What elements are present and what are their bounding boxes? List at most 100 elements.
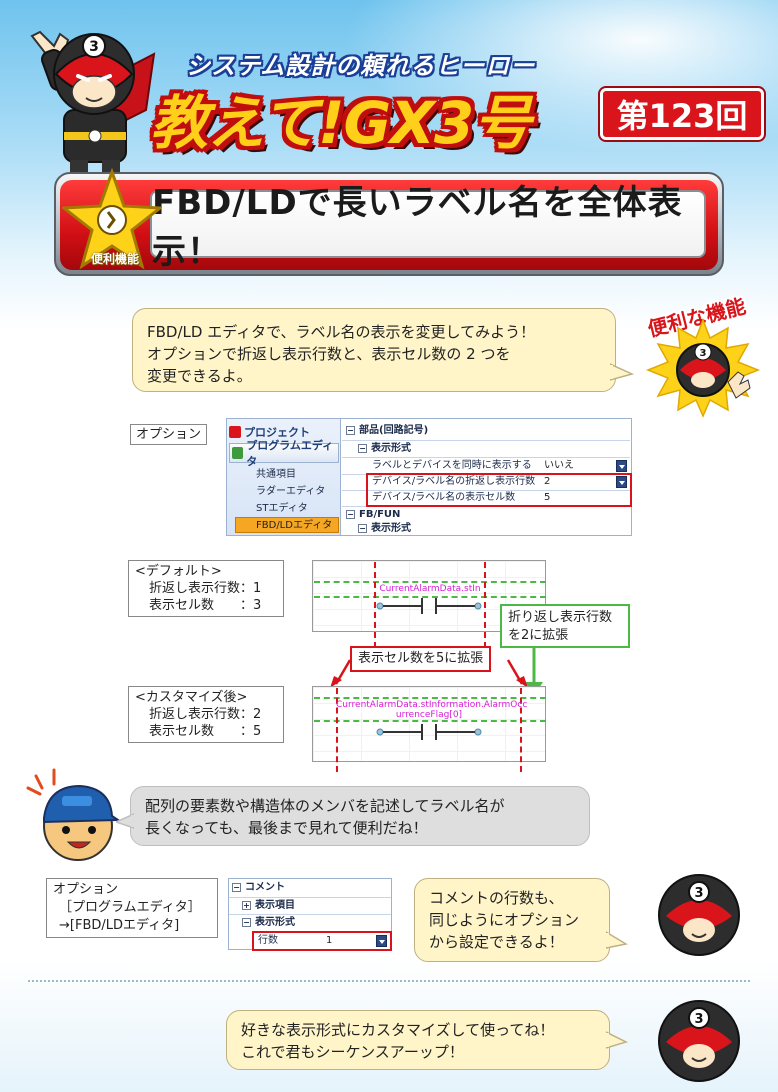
- cell-guide-left: [336, 688, 338, 772]
- collapse-icon[interactable]: −: [242, 917, 251, 927]
- tree-section-fb-fun[interactable]: −FB/FUN: [346, 508, 400, 522]
- hero-face-number: 3: [694, 886, 703, 901]
- custom-label-line-1: CurrentAlarmData.stInformation.AlarmOcc: [336, 700, 528, 710]
- cell-count-value[interactable]: 5: [544, 492, 551, 503]
- expand-icon[interactable]: +: [242, 900, 251, 910]
- tree-row-show-both: ラベルとデバイスを同時に表示する: [372, 460, 532, 471]
- intro-line-2: オプションで折返し表示行数と、表示セル数の 2 つを: [147, 345, 511, 363]
- nav-program-editor-label: プログラムエディタ: [246, 439, 334, 468]
- wrap-callout-line-2: を2に拡張: [508, 628, 569, 643]
- option-path-box: オプション ［プログラムエディタ］ →[FBD/LDエディタ]: [46, 878, 218, 938]
- comment-row-lines: 行数: [258, 935, 278, 946]
- closing-line-1: 好きな表示形式にカスタマイズして使ってね！: [241, 1021, 555, 1039]
- bubble-tail-icon: [606, 1031, 628, 1049]
- closing-speech-bubble: 好きな表示形式にカスタマイズして使ってね！ これで君もシーケンスアーップ！: [226, 1010, 610, 1070]
- option-nav-pane: [227, 419, 341, 535]
- program-editor-icon: [232, 447, 244, 459]
- tree-group-display[interactable]: −表示形式: [358, 442, 411, 456]
- comment-display-items[interactable]: + 表示項目: [242, 899, 295, 913]
- contact-symbol-icon: [376, 724, 482, 740]
- nav-project-label: プロジェクト: [244, 426, 310, 439]
- intro-speech-bubble: FBD/LD エディタで、ラベル名の表示を変更してみよう！ オプションで折返し表…: [132, 308, 616, 392]
- cell-guide-left: [374, 562, 376, 648]
- wrap-lines-dropdown-icon[interactable]: [616, 476, 627, 488]
- comment-lines-value[interactable]: 1: [326, 935, 333, 946]
- collapse-icon[interactable]: −: [358, 443, 367, 453]
- hero-burst-icon: 3: [645, 318, 761, 418]
- tree-section-parts[interactable]: −部品(回路記号): [346, 424, 428, 438]
- custom-line-2: 表示セル数 ：5: [149, 724, 262, 739]
- comment-line-3: から設定できるよ！: [429, 933, 564, 951]
- banner-title: FBD/LDで長いラベル名を全体表示！: [152, 183, 683, 272]
- hero-number: 3: [89, 39, 99, 55]
- tree-section-fb-fun-label: FB/FUN: [359, 509, 401, 520]
- wrap-lines-value[interactable]: 2: [544, 476, 551, 487]
- row-guide-bottom: [314, 720, 546, 722]
- comment-display-format-label: 表示形式: [255, 917, 295, 928]
- comment-section[interactable]: −コメント: [232, 881, 285, 895]
- series-title: システム設計の頼れるヒーロー: [186, 52, 536, 80]
- show-both-value[interactable]: いいえ: [544, 460, 574, 471]
- tree-divider: [342, 490, 630, 491]
- bubble-tail-icon: [606, 931, 628, 949]
- custom-line-1: 折返し表示行数：2: [149, 707, 262, 722]
- red-arrows-icon: [330, 659, 528, 688]
- intro-line-1: FBD/LD エディタで、ラベル名の表示を変更してみよう！: [147, 323, 536, 341]
- custom-label-line-2: urrenceFlag[0]: [395, 710, 463, 720]
- tree-row-wrap-lines: デバイス/ラベル名の折返し表示行数: [372, 476, 536, 487]
- wrap-callout-line-1: 折り返し表示行数: [508, 610, 613, 625]
- wrap-lines-callout: 折り返し表示行数 を2に拡張: [500, 604, 630, 648]
- option-path-line-3: →[FBD/LDエディタ]: [59, 918, 180, 933]
- row-guide-top: [314, 581, 546, 583]
- option-label: オプション: [130, 424, 208, 445]
- boy-line-2: 長くなっても、最後まで見れて便利だね！: [145, 819, 428, 837]
- nav-st-editor[interactable]: STエディタ: [256, 503, 308, 514]
- cell-count-callout: 表示セル数を5に拡張: [350, 646, 492, 672]
- collapse-icon[interactable]: −: [346, 425, 355, 435]
- nav-program-editor[interactable]: プログラムエディタ: [229, 439, 339, 468]
- project-icon: [229, 426, 241, 438]
- default-title: <デフォルト>: [135, 564, 222, 579]
- collapse-icon[interactable]: −: [346, 509, 355, 519]
- comment-display-items-label: 表示項目: [255, 900, 295, 911]
- closing-line-2: これで君もシーケンスアーップ！: [241, 1043, 464, 1061]
- show-both-dropdown-icon[interactable]: [616, 460, 627, 472]
- collapse-icon[interactable]: −: [358, 523, 367, 533]
- comment-display-format[interactable]: −表示形式: [242, 916, 295, 930]
- comment-lines-dropdown-icon[interactable]: [376, 935, 387, 947]
- star-badge-icon: [62, 168, 162, 270]
- default-line-2: 表示セル数 ：3: [149, 598, 262, 613]
- hero-face-number: 3: [694, 1012, 703, 1027]
- ladder-grid: [313, 687, 545, 761]
- cell-guide-right: [520, 688, 522, 772]
- highlight-box: [252, 931, 392, 951]
- default-settings-box: <デフォルト> 折返し表示行数：1 表示セル数 ：3: [128, 560, 284, 617]
- boy-speech-bubble: 配列の要素数や構造体のメンバを記述してラベル名が 長くなっても、最後まで見れて便…: [130, 786, 590, 846]
- banner-title-plate: FBD/LDで長いラベル名を全体表示！: [150, 183, 706, 272]
- tree-group-display-2-label: 表示形式: [371, 523, 411, 534]
- tree-divider: [229, 914, 391, 915]
- highlight-box: [366, 473, 632, 507]
- nav-fbd-ld-editor[interactable]: FBD/LDエディタ: [235, 517, 339, 533]
- nav-project[interactable]: プロジェクト: [229, 423, 339, 441]
- badge-label: 便利機能: [90, 252, 139, 266]
- nav-common-items[interactable]: 共通項目: [256, 469, 296, 480]
- row-guide-bottom: [314, 596, 546, 598]
- tree-divider: [342, 457, 630, 458]
- custom-settings-box: <カスタマイズ後> 折返し表示行数：2 表示セル数 ：5: [128, 686, 284, 743]
- tree-group-display-label: 表示形式: [371, 443, 411, 454]
- hero-face-icon: 3: [658, 1000, 740, 1082]
- collapse-icon[interactable]: −: [232, 882, 241, 892]
- cell-guide-right: [484, 562, 486, 648]
- default-line-1: 折返し表示行数：1: [149, 581, 262, 596]
- tree-group-display-2[interactable]: −表示形式: [358, 522, 411, 536]
- option-path-line-2: ［プログラムエディタ］: [59, 900, 201, 915]
- section-separator: [28, 980, 750, 982]
- option-path-line-1: オプション: [53, 882, 119, 897]
- tree-divider: [342, 440, 630, 441]
- nav-ladder-editor[interactable]: ラダーエディタ: [256, 486, 326, 497]
- bubble-tail-icon: [610, 363, 634, 381]
- burst-number: 3: [700, 348, 707, 359]
- hero-mascot-icon: 3: [30, 30, 156, 180]
- episode-badge: 第123回: [600, 88, 764, 140]
